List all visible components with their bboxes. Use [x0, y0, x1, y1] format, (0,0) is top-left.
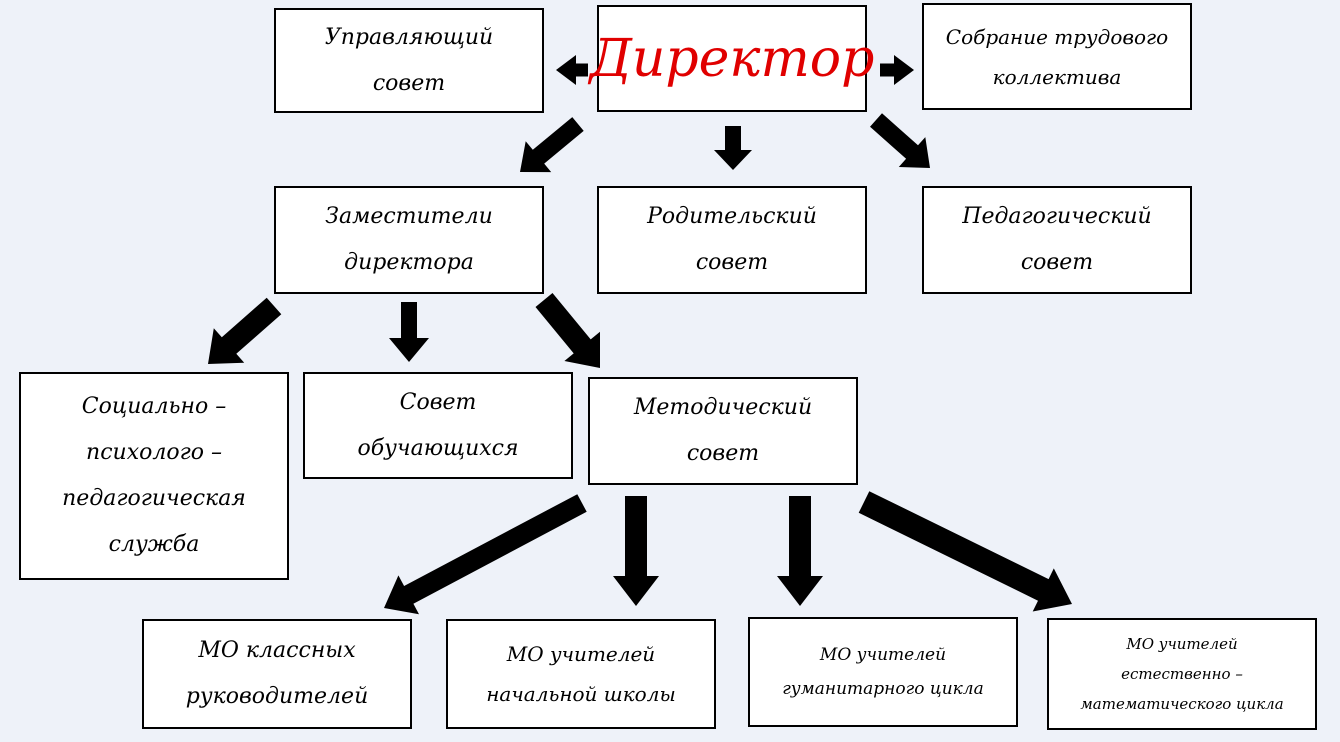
mo-primary-teachers-label: МО учителей начальной школы: [486, 642, 676, 706]
arrow-deputy-to-social-service: [208, 297, 282, 364]
student-council-box: Совет обучающихся: [303, 372, 573, 479]
arrow-methodical-to-mo-science: [858, 491, 1072, 612]
director-label: Директор: [589, 28, 875, 89]
parent-council-label: Родительский совет: [647, 204, 817, 275]
arrow-methodical-to-mo-class: [384, 494, 587, 615]
methodical-council-box: Методический совет: [588, 377, 858, 485]
arrow-deputy-to-methodical-council: [535, 293, 600, 368]
mo-primary-teachers-box: МО учителей начальной школы: [446, 619, 716, 729]
arrow-director-to-deputy-directors: [520, 117, 584, 173]
methodical-council-label: Методический совет: [633, 395, 813, 466]
social-psych-service-box: Социально – психолого – педагогическая с…: [19, 372, 289, 580]
labor-meeting-box: Собрание трудового коллектива: [922, 3, 1192, 110]
arrow-director-to-labor-meeting: [880, 55, 914, 85]
arrow-director-to-pedagogical-council: [870, 113, 930, 168]
deputy-directors-box: Заместители директора: [274, 186, 544, 294]
mo-science-math-label: МО учителей естественно – математическог…: [1080, 635, 1284, 713]
arrow-methodical-to-mo-humanities: [777, 496, 823, 606]
governing-council-label: Управляющий совет: [324, 24, 494, 96]
pedagogical-council-box: Педагогический совет: [922, 186, 1192, 294]
deputy-directors-label: Заместители директора: [325, 204, 493, 275]
mo-science-math-box: МО учителей естественно – математическог…: [1047, 618, 1317, 730]
arrow-methodical-to-mo-primary: [613, 496, 659, 606]
labor-meeting-label: Собрание трудового коллектива: [945, 24, 1169, 89]
arrow-director-to-governing-council: [556, 55, 588, 85]
mo-class-teachers-box: МО классных руководителей: [142, 619, 412, 729]
social-psych-service-label: Социально – психолого – педагогическая с…: [62, 394, 246, 557]
governing-council-box: Управляющий совет: [274, 8, 544, 113]
mo-humanities-box: МО учителей гуманитарного цикла: [748, 617, 1018, 727]
mo-class-teachers-label: МО классных руководителей: [185, 638, 369, 709]
arrow-deputy-to-student-council: [389, 302, 429, 362]
pedagogical-council-label: Педагогический совет: [962, 204, 1152, 275]
mo-humanities-label: МО учителей гуманитарного цикла: [782, 645, 984, 699]
director-box: Директор: [590, 5, 874, 112]
arrow-director-to-parent-council: [714, 126, 752, 170]
parent-council-box: Родительский совет: [597, 186, 867, 294]
student-council-label: Совет обучающихся: [357, 389, 519, 461]
